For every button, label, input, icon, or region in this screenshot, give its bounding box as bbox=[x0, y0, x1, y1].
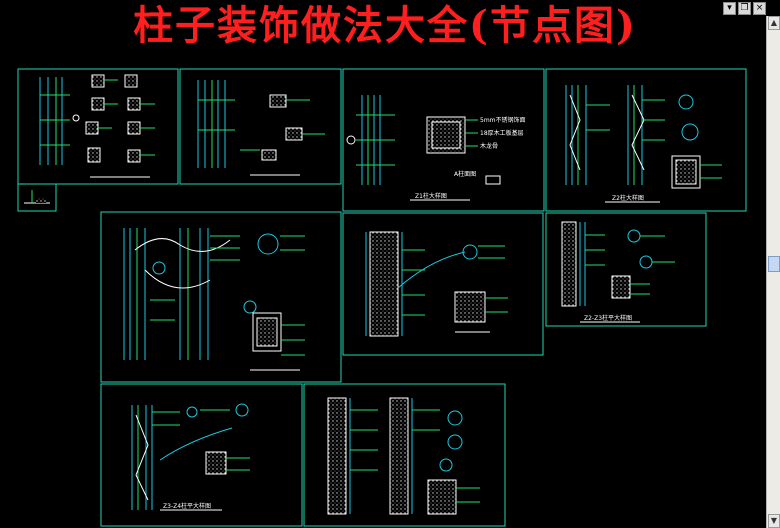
sheet-stone-column[interactable] bbox=[342, 212, 544, 356]
minimize-button[interactable]: ▾ bbox=[723, 1, 736, 15]
sheet-4-title: Z2柱大样图 bbox=[612, 194, 644, 202]
drawing-title: 柱子装饰做法大全(节点图) bbox=[133, 2, 637, 49]
vertical-scrollbar[interactable]: ▲ ▼ bbox=[766, 16, 780, 528]
sheet-z2-z3-plan[interactable]: Z2-Z3柱平大样图 bbox=[545, 212, 707, 327]
scroll-up-button[interactable]: ▲ bbox=[768, 16, 780, 30]
callout-3: 木龙骨 bbox=[480, 142, 498, 150]
sheet-column-detail-1[interactable] bbox=[17, 68, 179, 185]
sheet-3-title: Z1柱大样图 bbox=[415, 192, 447, 200]
sheet-7-title: Z2-Z3柱平大样图 bbox=[584, 314, 632, 322]
callout-1: 5mm不锈钢饰面 bbox=[480, 116, 526, 124]
sheet-column-elevation-large[interactable] bbox=[100, 211, 342, 383]
sheet-z1-column[interactable]: 5mm不锈钢饰面 18厚木工板基层 木龙骨 A柱面图 Z1柱大样图 bbox=[342, 68, 545, 212]
restore-button[interactable]: ❐ bbox=[738, 1, 751, 15]
sheet-z2-column[interactable]: Z2柱大样图 bbox=[545, 68, 747, 212]
sheet-double-column-section[interactable] bbox=[303, 383, 506, 527]
sheet-z3-z4-plan[interactable]: Z3-Z4柱平大样图 bbox=[100, 383, 303, 527]
window-controls: ▾ ❐ × bbox=[723, 0, 766, 16]
sheet-column-detail-2[interactable] bbox=[179, 68, 342, 185]
scroll-down-button[interactable]: ▼ bbox=[768, 514, 780, 528]
scroll-thumb[interactable] bbox=[768, 256, 780, 272]
callout-2: 18厚木工板基层 bbox=[480, 129, 524, 137]
sheet-3-note: A柱面图 bbox=[454, 170, 476, 178]
close-button[interactable]: × bbox=[753, 1, 766, 15]
sheet-8-title: Z3-Z4柱平大样图 bbox=[163, 502, 211, 510]
sheet-small-detail[interactable] bbox=[17, 183, 57, 212]
